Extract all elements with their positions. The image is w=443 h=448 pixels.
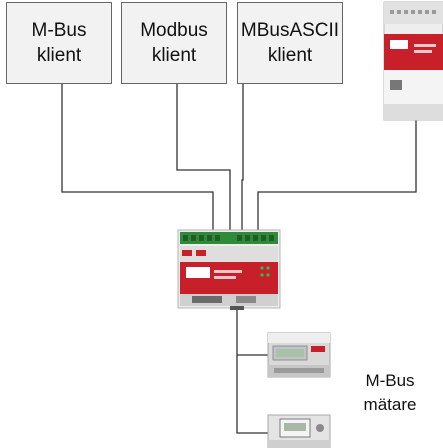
wire-mbusascii-client [241,84,244,232]
mbusascii-client-label: MBusASCII klient [240,20,340,66]
mbusascii-client-box: MBusASCII klient [237,2,343,84]
mbus-meters-label: M-Bus mätare [363,371,417,414]
wire-mbus-trunk [236,305,268,434]
modbus-client-box: Modbus klient [121,2,227,84]
wire-mbus-client [61,84,214,232]
wire-remote-device [257,118,417,232]
mbus-client-label: M-Bus klient [31,20,87,66]
mbus-client-box: M-Bus klient [6,2,112,84]
wire-modbus-client [176,84,231,232]
modbus-client-label: Modbus klient [140,20,208,66]
